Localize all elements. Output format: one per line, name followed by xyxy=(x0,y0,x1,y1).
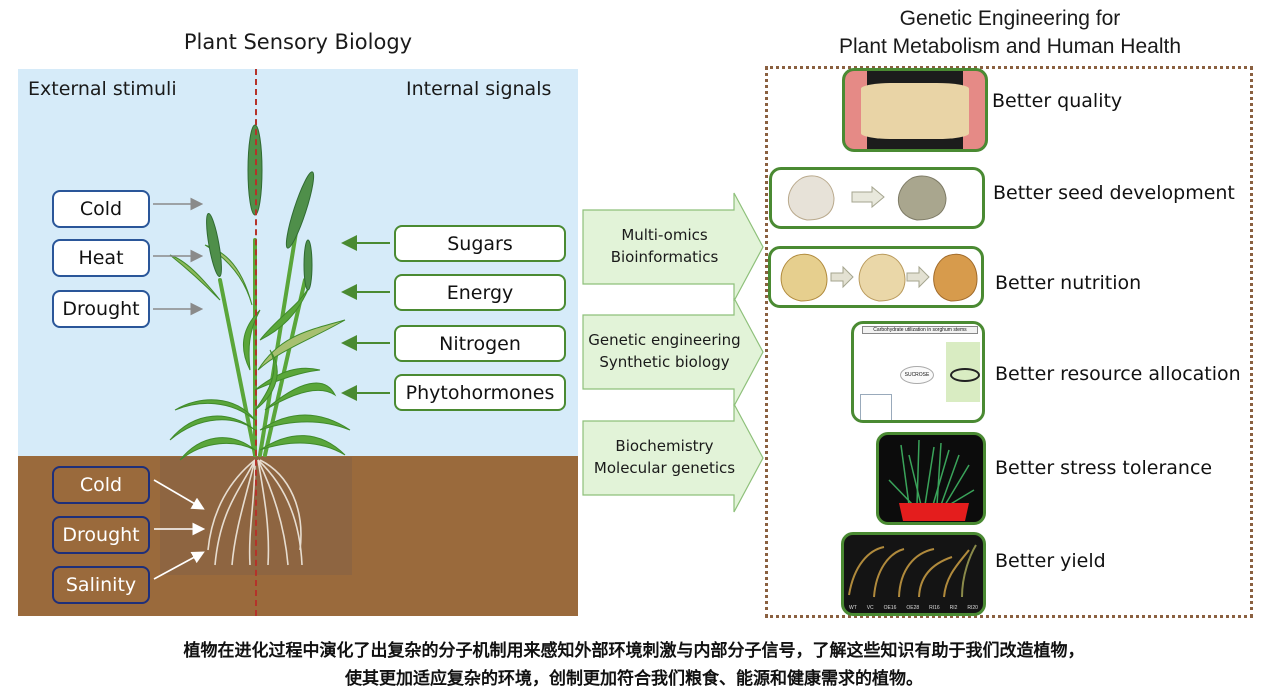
seed-after xyxy=(897,175,947,221)
signal-phytohormones: Phytohormones xyxy=(394,374,566,411)
genetic-engineering-title: Genetic Engineering for Plant Metabolism… xyxy=(765,5,1255,61)
kernel-arrow-1 xyxy=(830,265,854,289)
stimulus-heat: Heat xyxy=(52,239,150,277)
external-stimuli-header: External stimuli xyxy=(28,78,177,100)
method-arrow-biochemistry: Biochemistry Molecular genetics xyxy=(582,403,764,513)
method-omics-line2: Bioinformatics xyxy=(610,248,719,266)
outcomes-frame xyxy=(765,66,1253,618)
genetic-engineering-title-line2: Plant Metabolism and Human Health xyxy=(838,35,1181,58)
benefit-nutrition: Better nutrition xyxy=(995,272,1142,294)
benefit-quality: Better quality xyxy=(992,90,1123,112)
wheat-ear-right xyxy=(285,171,315,249)
stretched-dough xyxy=(861,83,969,139)
method-arrow-omics: Multi-omics Bioinformatics xyxy=(582,192,764,302)
wheat-plant-illustration xyxy=(169,124,351,566)
right-stem xyxy=(258,218,300,457)
kernel-arrow-2 xyxy=(906,265,930,289)
diagram-sucrose-node: SUCROSE xyxy=(900,366,934,384)
benefit-resource-allocation: Better resource allocation xyxy=(995,363,1241,385)
plant-sensory-biology-title: Plant Sensory Biology xyxy=(183,30,413,54)
signal-sugars: Sugars xyxy=(394,225,566,262)
stress-tolerance-photo xyxy=(876,432,986,525)
kernel-1 xyxy=(780,253,828,302)
stimulus-cold: Cold xyxy=(52,190,150,228)
stimulus-drought: Drought xyxy=(52,290,150,328)
benefit-stress-tolerance: Better stress tolerance xyxy=(995,457,1213,479)
kernel-3 xyxy=(933,253,978,302)
wheat-ear-small xyxy=(303,239,313,291)
yield-labels: WT VC OE16 OE28 RI16 RI2 RI20 xyxy=(844,605,983,611)
yield-label: RI2 xyxy=(949,605,958,611)
soil-stimulus-salinity: Salinity xyxy=(52,566,150,604)
diagram-oval xyxy=(950,368,980,382)
seed-arrow xyxy=(851,185,885,209)
method-arrow-engineering: Genetic engineering Synthetic biology xyxy=(582,297,764,407)
roots xyxy=(207,459,303,566)
yield-label: RI20 xyxy=(967,605,978,611)
diagram-legend-box xyxy=(860,394,892,420)
method-biochemistry-line2: Molecular genetics xyxy=(593,459,736,477)
yield-photo: WT VC OE16 OE28 RI16 RI2 RI20 xyxy=(841,532,986,616)
arrow-soil-cold xyxy=(153,479,205,510)
dough-photo xyxy=(842,68,988,152)
arrow-soil-salinity xyxy=(153,551,205,580)
wheat-ear-left xyxy=(206,212,222,278)
signal-nitrogen: Nitrogen xyxy=(394,325,566,362)
yield-label: OE28 xyxy=(906,605,920,611)
seedlings xyxy=(888,439,975,506)
method-engineering-line2: Synthetic biology xyxy=(599,353,730,371)
soil-stimulus-cold: Cold xyxy=(52,466,150,504)
soil-stimulus-drought: Drought xyxy=(52,516,150,554)
internal-signals-header: Internal signals xyxy=(406,78,552,100)
caption-line1: 植物在进化过程中演化了出复杂的分子机制用来感知外部环境刺激与内部分子信号，了解这… xyxy=(183,641,1085,661)
red-pot xyxy=(899,503,969,521)
stimulus-arrows xyxy=(153,197,390,580)
yield-label: OE16 xyxy=(883,605,897,611)
signal-energy: Energy xyxy=(394,274,566,311)
method-engineering-line1: Genetic engineering xyxy=(588,331,741,349)
shoot-axis-divider xyxy=(255,69,257,616)
nutrition-photo xyxy=(768,246,984,308)
yield-label: WT xyxy=(848,605,857,611)
diagram-title: Carbohydrate utilization in sorghum stem… xyxy=(862,326,978,334)
benefit-seed-development: Better seed development xyxy=(993,182,1235,204)
caption-line2: 使其更加适应复杂的环境，创制更加符合我们粮食、能源和健康需求的植物。 xyxy=(345,669,923,689)
yield-label: VC xyxy=(866,605,874,611)
method-biochemistry-line1: Biochemistry xyxy=(615,437,714,455)
seed-development-photo xyxy=(769,167,985,229)
genetic-engineering-title-line1: Genetic Engineering for xyxy=(899,7,1121,30)
benefit-yield: Better yield xyxy=(995,550,1106,572)
rice-panicles xyxy=(848,544,977,598)
yield-label: RI16 xyxy=(929,605,940,611)
kernel-2 xyxy=(858,253,906,302)
seed-before xyxy=(787,175,835,221)
resource-allocation-diagram: Carbohydrate utilization in sorghum stem… xyxy=(851,321,985,423)
method-omics-line1: Multi-omics xyxy=(621,226,708,244)
